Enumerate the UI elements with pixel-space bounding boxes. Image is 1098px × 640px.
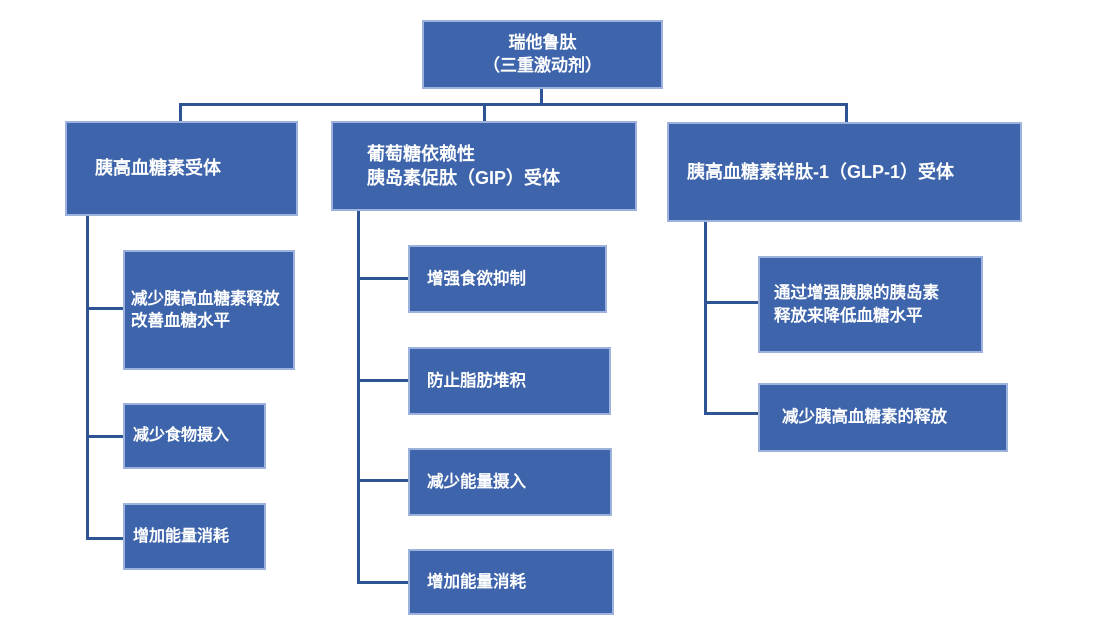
connector-right-vertical	[704, 222, 707, 415]
node-gip-effect-3-label: 减少能量摄入	[427, 472, 526, 491]
diagram-node-gip-effect-1: 增强食欲抑制	[408, 245, 607, 313]
diagram-node-glp1-effect-1: 通过增强胰腺的胰岛素 释放来降低血糖水平	[758, 256, 983, 353]
node-glucagon-effect-2-label: 减少食物摄入	[133, 427, 230, 445]
connector-stub-right	[845, 103, 848, 122]
connector-left-child2	[86, 435, 123, 438]
diagram-node-gip-effect-4: 增加能量消耗	[408, 549, 614, 615]
node-glp1-receptor-label: 胰高血糖素样肽-1（GLP-1）受体	[687, 161, 955, 182]
node-root-label: 瑞他鲁肽 （三重激动剂）	[483, 32, 602, 75]
connector-stub-left	[179, 103, 182, 122]
connector-middle-child3	[357, 479, 408, 482]
node-glp1-effect-2-label: 减少胰高血糖素的释放	[782, 408, 947, 427]
connector-middle-child2	[357, 379, 408, 382]
connector-middle-child4	[357, 581, 408, 584]
diagram-node-glp1-effect-2: 减少胰高血糖素的释放	[758, 383, 1008, 452]
node-glucagon-receptor-label: 胰高血糖素受体	[95, 158, 221, 179]
diagram-node-glucagon-effect-2: 减少食物摄入	[123, 403, 266, 469]
connector-left-child1	[86, 307, 123, 310]
diagram-node-gip-effect-3: 减少能量摄入	[408, 448, 612, 516]
node-glucagon-effect-1-label: 减少胰高血糖素释放 改善血糖水平	[131, 289, 280, 330]
connector-stub-middle	[483, 103, 486, 122]
connector-left-child3	[86, 537, 123, 540]
connector-right-child2	[704, 412, 758, 415]
node-glp1-effect-1-label: 通过增强胰腺的胰岛素 释放来降低血糖水平	[774, 284, 939, 325]
diagram-node-root: 瑞他鲁肽 （三重激动剂）	[422, 20, 663, 89]
connector-right-child1	[704, 301, 758, 304]
diagram-node-glp1-receptor: 胰高血糖素样肽-1（GLP-1）受体	[667, 122, 1022, 222]
connector-main-horizontal	[179, 103, 848, 106]
diagram-node-glucagon-effect-1: 减少胰高血糖素释放 改善血糖水平	[123, 250, 295, 370]
node-gip-effect-2-label: 防止脂肪堆积	[427, 371, 526, 390]
connector-left-vertical	[86, 216, 89, 540]
node-glucagon-effect-3-label: 增加能量消耗	[133, 527, 230, 545]
connector-middle-child1	[357, 277, 408, 280]
node-gip-effect-1-label: 增强食欲抑制	[427, 269, 526, 288]
node-gip-effect-4-label: 增加能量消耗	[427, 572, 526, 591]
diagram-node-glucagon-effect-3: 增加能量消耗	[123, 503, 266, 570]
diagram-node-gip-receptor: 葡萄糖依赖性 胰岛素促肽（GIP）受体	[331, 121, 637, 211]
diagram-node-glucagon-receptor: 胰高血糖素受体	[65, 121, 298, 216]
node-gip-receptor-label: 葡萄糖依赖性 胰岛素促肽（GIP）受体	[367, 143, 561, 188]
connector-middle-vertical	[357, 211, 360, 584]
connector-root-stub	[540, 89, 543, 103]
diagram-node-gip-effect-2: 防止脂肪堆积	[408, 347, 611, 415]
